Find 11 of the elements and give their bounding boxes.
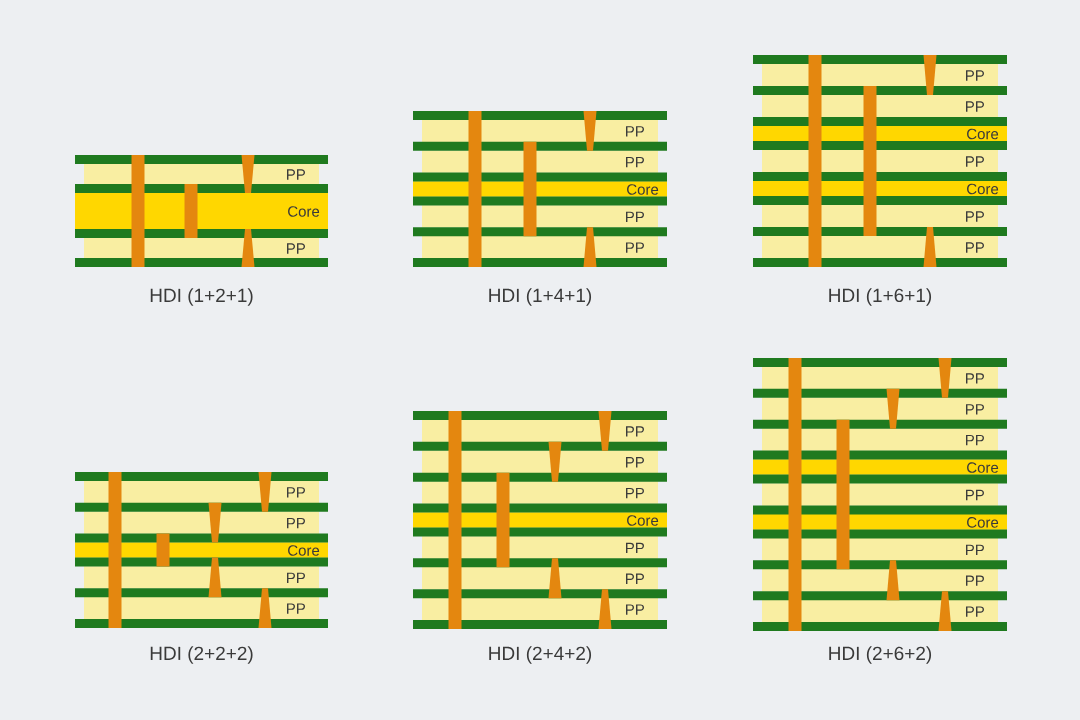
stackup-caption: HDI (2+2+2) (150, 646, 253, 664)
stackup-caption: HDI (2+4+2) (489, 646, 592, 664)
stackup-caption: HDI (1+2+1) (150, 288, 253, 306)
prepreg-layer: PP (762, 538, 998, 561)
prepreg-layer: PP (84, 566, 319, 589)
stackup-caption: HDI (1+4+1) (489, 288, 592, 306)
prepreg-layer: PP (422, 567, 658, 590)
stackup-caption: HDI (1+6+1) (829, 288, 932, 306)
core-layer: Core (413, 181, 667, 197)
prepreg-layer: PP (422, 536, 658, 559)
stackup-caption: HDI (2+6+2) (829, 646, 932, 664)
